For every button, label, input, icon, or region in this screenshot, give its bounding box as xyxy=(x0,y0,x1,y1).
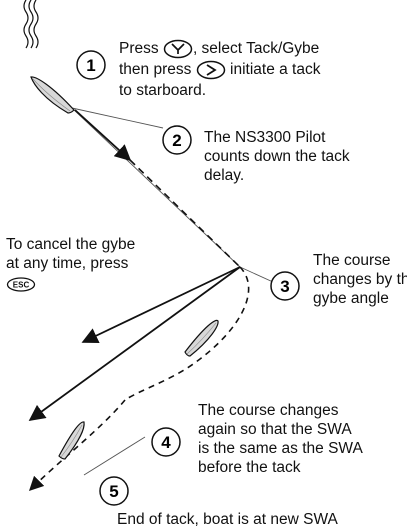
svg-text:1: 1 xyxy=(86,56,95,75)
esc-key-icon: ESC xyxy=(6,277,36,293)
boat-icon xyxy=(184,319,219,357)
step-1-line3: to starboard. xyxy=(119,82,207,99)
arrow-right-key-icon xyxy=(196,60,225,80)
step-1-text-line2: then press initiate a tack xyxy=(119,60,320,80)
step-4-line: before the tack xyxy=(198,459,301,476)
wind-wavy-lines-icon xyxy=(23,0,39,49)
step-1-line1-pre: Press xyxy=(119,40,159,58)
svg-text:3: 3 xyxy=(280,277,289,296)
step-1-text-line3: to starboard. xyxy=(119,81,206,100)
svg-text:5: 5 xyxy=(109,482,118,501)
step-2-badge: 2 xyxy=(162,125,192,155)
step-2-line: counts down the tack xyxy=(204,148,350,165)
step-3-line: gybe angle xyxy=(313,290,389,307)
step-4-line: is the same as the SWA xyxy=(198,440,363,457)
step-2-text: The NS3300 Pilot counts down the tack de… xyxy=(204,128,350,185)
svg-text:ESC: ESC xyxy=(13,281,30,290)
step-3-text: The course changes by the gybe angle xyxy=(313,251,407,308)
step-1-badge: 1 xyxy=(76,50,106,80)
new-course-track xyxy=(28,266,250,492)
tack-gybe-key-icon xyxy=(163,39,193,59)
step-4-line: The course changes xyxy=(198,402,339,419)
step-3-badge: 3 xyxy=(270,271,300,301)
step-3-line: The course xyxy=(313,252,391,269)
step-4-text: The course changes again so that the SWA… xyxy=(198,401,363,477)
cancel-note-line2: at any time, press xyxy=(6,255,129,272)
step-5-caption-text: End of tack, boat is at new SWA xyxy=(117,511,338,528)
step-1-line2-pre: then press xyxy=(119,61,192,79)
gybe-course-track xyxy=(28,266,241,421)
cancel-note-line1: To cancel the gybe xyxy=(6,236,136,253)
step-1-text: Press , select Tack/Gybe xyxy=(119,39,319,59)
svg-text:4: 4 xyxy=(161,433,171,452)
step-1-line1-post: , select Tack/Gybe xyxy=(192,40,320,58)
boat-icon xyxy=(58,421,85,460)
step-4-badge: 4 xyxy=(151,427,181,457)
initial-course-track xyxy=(74,109,241,268)
step-2-line: delay. xyxy=(204,167,245,184)
step-2-line: The NS3300 Pilot xyxy=(204,129,326,146)
step-5-badge: 5 xyxy=(99,476,129,506)
boat-icon xyxy=(30,76,75,114)
step-5-caption: End of tack, boat is at new SWA xyxy=(117,510,338,529)
cancel-gybe-note: To cancel the gybe at any time, press ES… xyxy=(6,235,135,294)
svg-text:2: 2 xyxy=(172,131,181,150)
step-4-line: again so that the SWA xyxy=(198,421,352,438)
step-3-line: changes by the xyxy=(313,271,407,288)
step-1-line2-post: initiate a tack xyxy=(230,61,321,79)
